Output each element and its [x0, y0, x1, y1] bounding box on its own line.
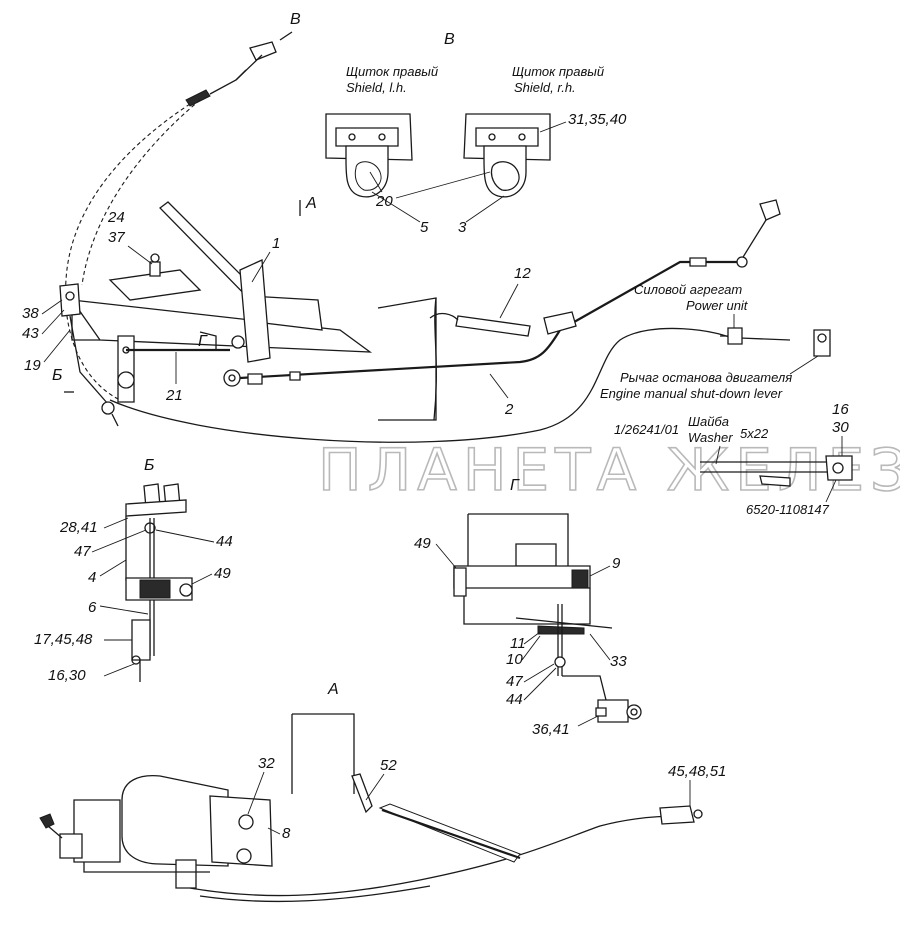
shield-left-en: Shield, l.h.: [346, 80, 407, 95]
callout-a-52: 52: [380, 757, 397, 774]
washer-code: 1/26241/01: [614, 422, 679, 437]
callout-b-16-30: 16,30: [48, 667, 86, 684]
callout-30: 30: [832, 419, 849, 436]
callout-g-11: 11: [510, 635, 526, 652]
rod-21: [117, 331, 230, 403]
spring-12: [429, 311, 577, 337]
view-label-a-detail: А: [327, 681, 339, 698]
callout-19: 19: [24, 357, 41, 374]
power-unit-fitting: [720, 327, 831, 357]
callout-b-28-41: 28,41: [59, 519, 98, 536]
cable-end-detail: 1/26241/01 Шайба Washer 5х22 16 30 6520-…: [614, 401, 853, 517]
lever-en: Engine manual shut-down lever: [600, 386, 783, 401]
callout-b-47: 47: [74, 543, 91, 560]
callout-a-32: 32: [258, 755, 275, 772]
power-unit-en: Power unit: [686, 298, 749, 313]
callout-b-44: 44: [216, 533, 233, 550]
view-arrows: В А Б Г: [52, 11, 317, 393]
view-label-v-top: В: [290, 11, 301, 28]
washer-en: Washer: [688, 430, 733, 445]
floor-plate: [70, 299, 373, 353]
main-callouts: 1 2 12 21 24 37 38 43 19: [22, 209, 531, 418]
lever-ru: Рычаг останова двигателя: [620, 370, 792, 385]
hand-cable: [64, 103, 191, 401]
shield-right-en: Shield, r.h.: [514, 80, 576, 95]
view-v-shields: В Щиток правый Shield, l.h. Щиток правый…: [325, 31, 627, 236]
view-label-g-arrow: Г: [198, 333, 208, 350]
callout-3: 3: [458, 219, 467, 236]
hand-cable-2: [81, 99, 201, 286]
callout-a-8: 8: [282, 825, 291, 842]
callout-g-9: 9: [612, 555, 621, 572]
callout-2: 2: [504, 401, 514, 418]
callout-g-10: 10: [506, 651, 523, 668]
shutdown-cable: [109, 327, 736, 443]
body-panel: [377, 297, 437, 421]
callout-38: 38: [22, 305, 39, 322]
view-a-detail: А 32 8 52 45,48,51: [39, 681, 726, 903]
callout-b-4: 4: [88, 569, 96, 586]
view-label-g-detail: Г: [510, 477, 520, 494]
watermark: ПЛАНЕТА ЖЕЛЕЗЯКА: [318, 436, 900, 504]
callout-24: 24: [107, 209, 125, 226]
callout-12: 12: [514, 265, 531, 282]
left-bracket: [59, 283, 119, 427]
view-label-b-arrow: Б: [52, 367, 62, 384]
washer-size: 5х22: [740, 426, 769, 441]
view-label-a-arrow: А: [305, 195, 317, 212]
callout-43: 43: [22, 325, 39, 342]
shield-left-ru: Щиток правый: [346, 64, 438, 79]
callout-b-6: 6: [88, 599, 97, 616]
callout-16: 16: [832, 401, 849, 418]
view-label-b-detail: Б: [144, 457, 154, 474]
callout-31-35-40: 31,35,40: [568, 111, 627, 128]
callout-b-49: 49: [214, 565, 231, 582]
callout-g-44: 44: [506, 691, 523, 708]
callout-b-17-45-48: 17,45,48: [34, 631, 93, 648]
callout-g-33: 33: [610, 653, 627, 670]
part-number: 6520-1108147: [746, 502, 830, 517]
main-assembly: [59, 41, 831, 443]
callout-5: 5: [420, 219, 429, 236]
accelerator-pedal: [159, 201, 323, 387]
callout-g-49: 49: [414, 535, 431, 552]
power-unit-ru: Силовой агрегат: [634, 282, 742, 297]
washer-ru: Шайба: [688, 414, 729, 429]
right-labels: Силовой агрегат Power unit Рычаг останов…: [600, 282, 819, 401]
callout-g-36-41: 36,41: [532, 721, 570, 738]
hand-control-knob: [185, 41, 277, 107]
callout-21: 21: [165, 387, 183, 404]
callout-37: 37: [108, 229, 125, 246]
view-g-detail: Г 49 9 11 10 33 47 44 36,41: [414, 477, 642, 738]
callout-a-45-48-51: 45,48,51: [668, 763, 726, 780]
shield-right-ru: Щиток правый: [512, 64, 604, 79]
callout-1: 1: [272, 235, 280, 252]
view-b-detail: Б 28,41 47 44 4 49 6 17,45,48 16,30: [34, 457, 233, 684]
callout-g-47: 47: [506, 673, 523, 690]
view-label-v-detail: В: [444, 31, 455, 48]
